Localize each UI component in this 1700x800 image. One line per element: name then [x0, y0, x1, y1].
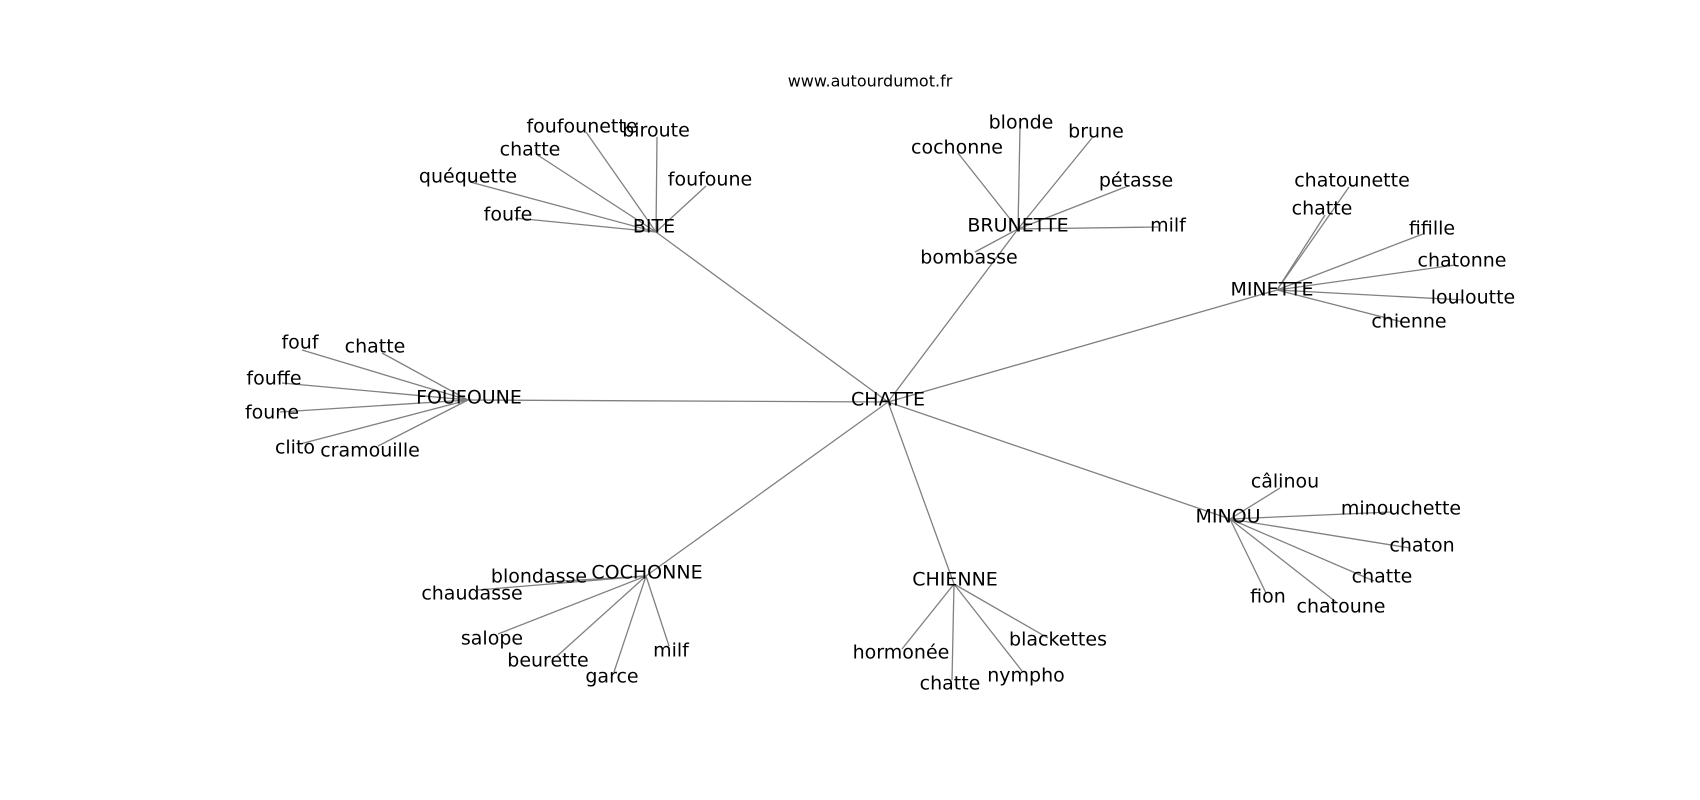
word-node-label: nympho [987, 665, 1065, 687]
word-node-label: chaudasse [421, 583, 522, 605]
edge-hub-to-word [951, 583, 955, 681]
word-node-label: foune [245, 402, 299, 424]
word-node-label: foufe [484, 204, 533, 226]
edge-hub-to-word [497, 575, 647, 635]
word-node-label: chatte [500, 139, 561, 161]
edge-hub-to-word [1276, 233, 1424, 291]
edge-hub-to-word [535, 153, 657, 233]
edge-hub-to-word [281, 382, 469, 401]
word-node-label: beurette [507, 650, 588, 672]
word-node-label: minouchette [1341, 498, 1461, 520]
word-node-label: garce [585, 666, 638, 688]
edge-hub-to-word [974, 228, 1019, 253]
word-node-label: chatte [920, 673, 981, 695]
word-node-label: biroute [622, 120, 690, 142]
edge-hub-to-word [655, 136, 658, 233]
word-node-label: blonde [989, 112, 1054, 134]
word-node-label: salope [461, 628, 523, 650]
word-node-label: fouffe [246, 368, 301, 390]
word-node-label: chatounette [1294, 170, 1410, 192]
word-node-label: cochonne [911, 137, 1003, 159]
edge-hub-to-word [279, 399, 469, 413]
edge-hub-to-word [957, 152, 1019, 230]
edge-hub-to-word [1276, 289, 1403, 323]
edge-root-to-hub [655, 231, 889, 403]
graph-edges [279, 127, 1465, 681]
edge-root-to-hub [887, 228, 1019, 403]
edge-hub-to-word [1229, 511, 1393, 520]
site-url: www.autourdumot.fr [788, 72, 953, 91]
edge-hub-to-word [1017, 137, 1093, 230]
hub-node-label: CHIENNE [912, 569, 998, 591]
edge-hub-to-word [645, 575, 670, 647]
hub-node-label: COCHONNE [591, 562, 702, 584]
edge-root-to-hub [887, 401, 955, 585]
word-node-label: blackettes [1009, 629, 1107, 651]
hub-node-label: MINETTE [1230, 279, 1313, 301]
edge-hub-to-word [585, 131, 657, 233]
word-node-label: chatte [1292, 198, 1353, 220]
word-node-label: câlinou [1251, 471, 1319, 493]
edge-hub-to-word [1276, 264, 1456, 291]
edge-hub-to-word [301, 349, 469, 401]
word-node-label: chatonne [1418, 250, 1507, 272]
edge-hub-to-word [514, 217, 657, 233]
word-node-label: chatte [1352, 566, 1413, 588]
edge-hub-to-word [953, 583, 1049, 639]
hub-node-label: FOUFOUNE [416, 387, 522, 409]
word-node-label: pétasse [1099, 170, 1173, 192]
edge-hub-to-word [1276, 214, 1326, 291]
edge-hub-to-word [1017, 185, 1129, 230]
edge-hub-to-word [953, 583, 1023, 672]
word-node-label: quéquette [419, 166, 517, 188]
hub-node-label: BITE [633, 216, 675, 238]
edge-hub-to-word [1229, 518, 1337, 603]
word-node-label: chaton [1389, 535, 1454, 557]
edge-hub-to-word [1229, 518, 1267, 594]
edge-hub-to-word [1017, 127, 1021, 230]
word-node-label: fion [1250, 586, 1286, 608]
edge-hub-to-word [381, 352, 469, 401]
edge-hub-to-word [469, 181, 657, 233]
graph-labels: www.autourdumot.fr CHATTE foufounettebir… [245, 72, 1515, 695]
word-node-label: milf [653, 640, 690, 662]
hub-node-label: BRUNETTE [967, 215, 1068, 237]
edge-root-to-hub [467, 399, 889, 403]
word-node-label: foufounette [526, 116, 637, 138]
edge-hub-to-word [555, 575, 647, 658]
word-node-label: brune [1068, 121, 1124, 143]
word-node-label: fouf [281, 332, 319, 354]
edge-hub-to-word [901, 583, 955, 650]
edge-root-to-hub [887, 289, 1278, 403]
word-node-label: chienne [1371, 311, 1446, 333]
root-node-label: CHATTE [851, 389, 925, 411]
word-node-label: foufoune [668, 169, 752, 191]
word-node-label: chatoune [1297, 596, 1386, 618]
edge-root-to-hub [645, 401, 889, 577]
word-node-label: milf [1150, 215, 1187, 237]
edge-hub-to-word [1229, 518, 1375, 582]
word-node-label: louloutte [1431, 287, 1515, 309]
hub-node-label: MINOU [1195, 506, 1260, 528]
edge-hub-to-word [299, 399, 469, 445]
word-node-label: cramouille [320, 440, 420, 462]
edge-hub-to-word [1229, 487, 1281, 520]
edge-hub-to-word [655, 185, 707, 233]
word-node-label: clito [275, 437, 315, 459]
word-node-label: bombasse [920, 247, 1017, 269]
edge-hub-to-word [1017, 226, 1159, 230]
edge-hub-to-word [1276, 289, 1465, 301]
word-node-label: blondasse [491, 566, 587, 588]
word-node-label: hormonée [853, 642, 950, 664]
word-node-label: chatte [345, 336, 406, 358]
word-node-label: fifille [1409, 218, 1455, 240]
edge-hub-to-word [1276, 186, 1350, 291]
edge-hub-to-word [477, 575, 647, 591]
edge-root-to-hub [887, 401, 1231, 520]
edge-hub-to-word [377, 399, 469, 447]
edge-hub-to-word [1229, 518, 1411, 549]
edge-hub-to-word [613, 575, 647, 673]
